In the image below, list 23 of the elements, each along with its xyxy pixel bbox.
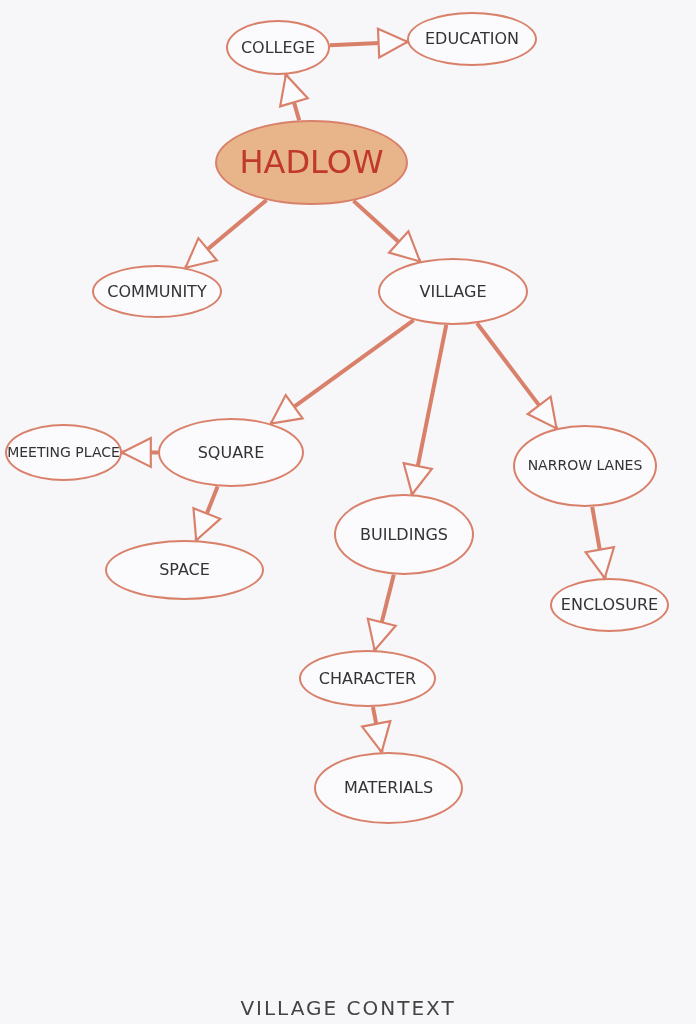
node-label: VILLAGE — [419, 282, 487, 301]
node-label: COMMUNITY — [107, 282, 207, 301]
arrow — [120, 437, 158, 468]
node-label: HADLOW — [239, 144, 384, 181]
node-label: COLLEGE — [240, 38, 316, 57]
node-label: SPACE — [159, 561, 210, 579]
node-label: MATERIALS — [343, 779, 434, 797]
arrow — [279, 73, 309, 121]
arrow — [584, 506, 615, 580]
node-label: NARROW LANES — [527, 458, 643, 474]
node-label: CHARACTER — [318, 669, 417, 688]
node-label: SQUARE — [197, 443, 265, 462]
arrow — [192, 485, 222, 542]
arrow — [361, 706, 392, 754]
arrow — [329, 27, 409, 59]
node-label: BUILDINGS — [360, 525, 448, 544]
node-label: EDUCATION — [424, 30, 520, 48]
arrow — [269, 318, 415, 426]
node-label: MEETING PLACE — [7, 444, 120, 461]
caption: VILLAGE CONTEXT — [239, 996, 457, 1020]
arrow — [366, 574, 397, 652]
arrow — [402, 324, 449, 496]
node-label: ENCLOSURE — [560, 596, 659, 614]
